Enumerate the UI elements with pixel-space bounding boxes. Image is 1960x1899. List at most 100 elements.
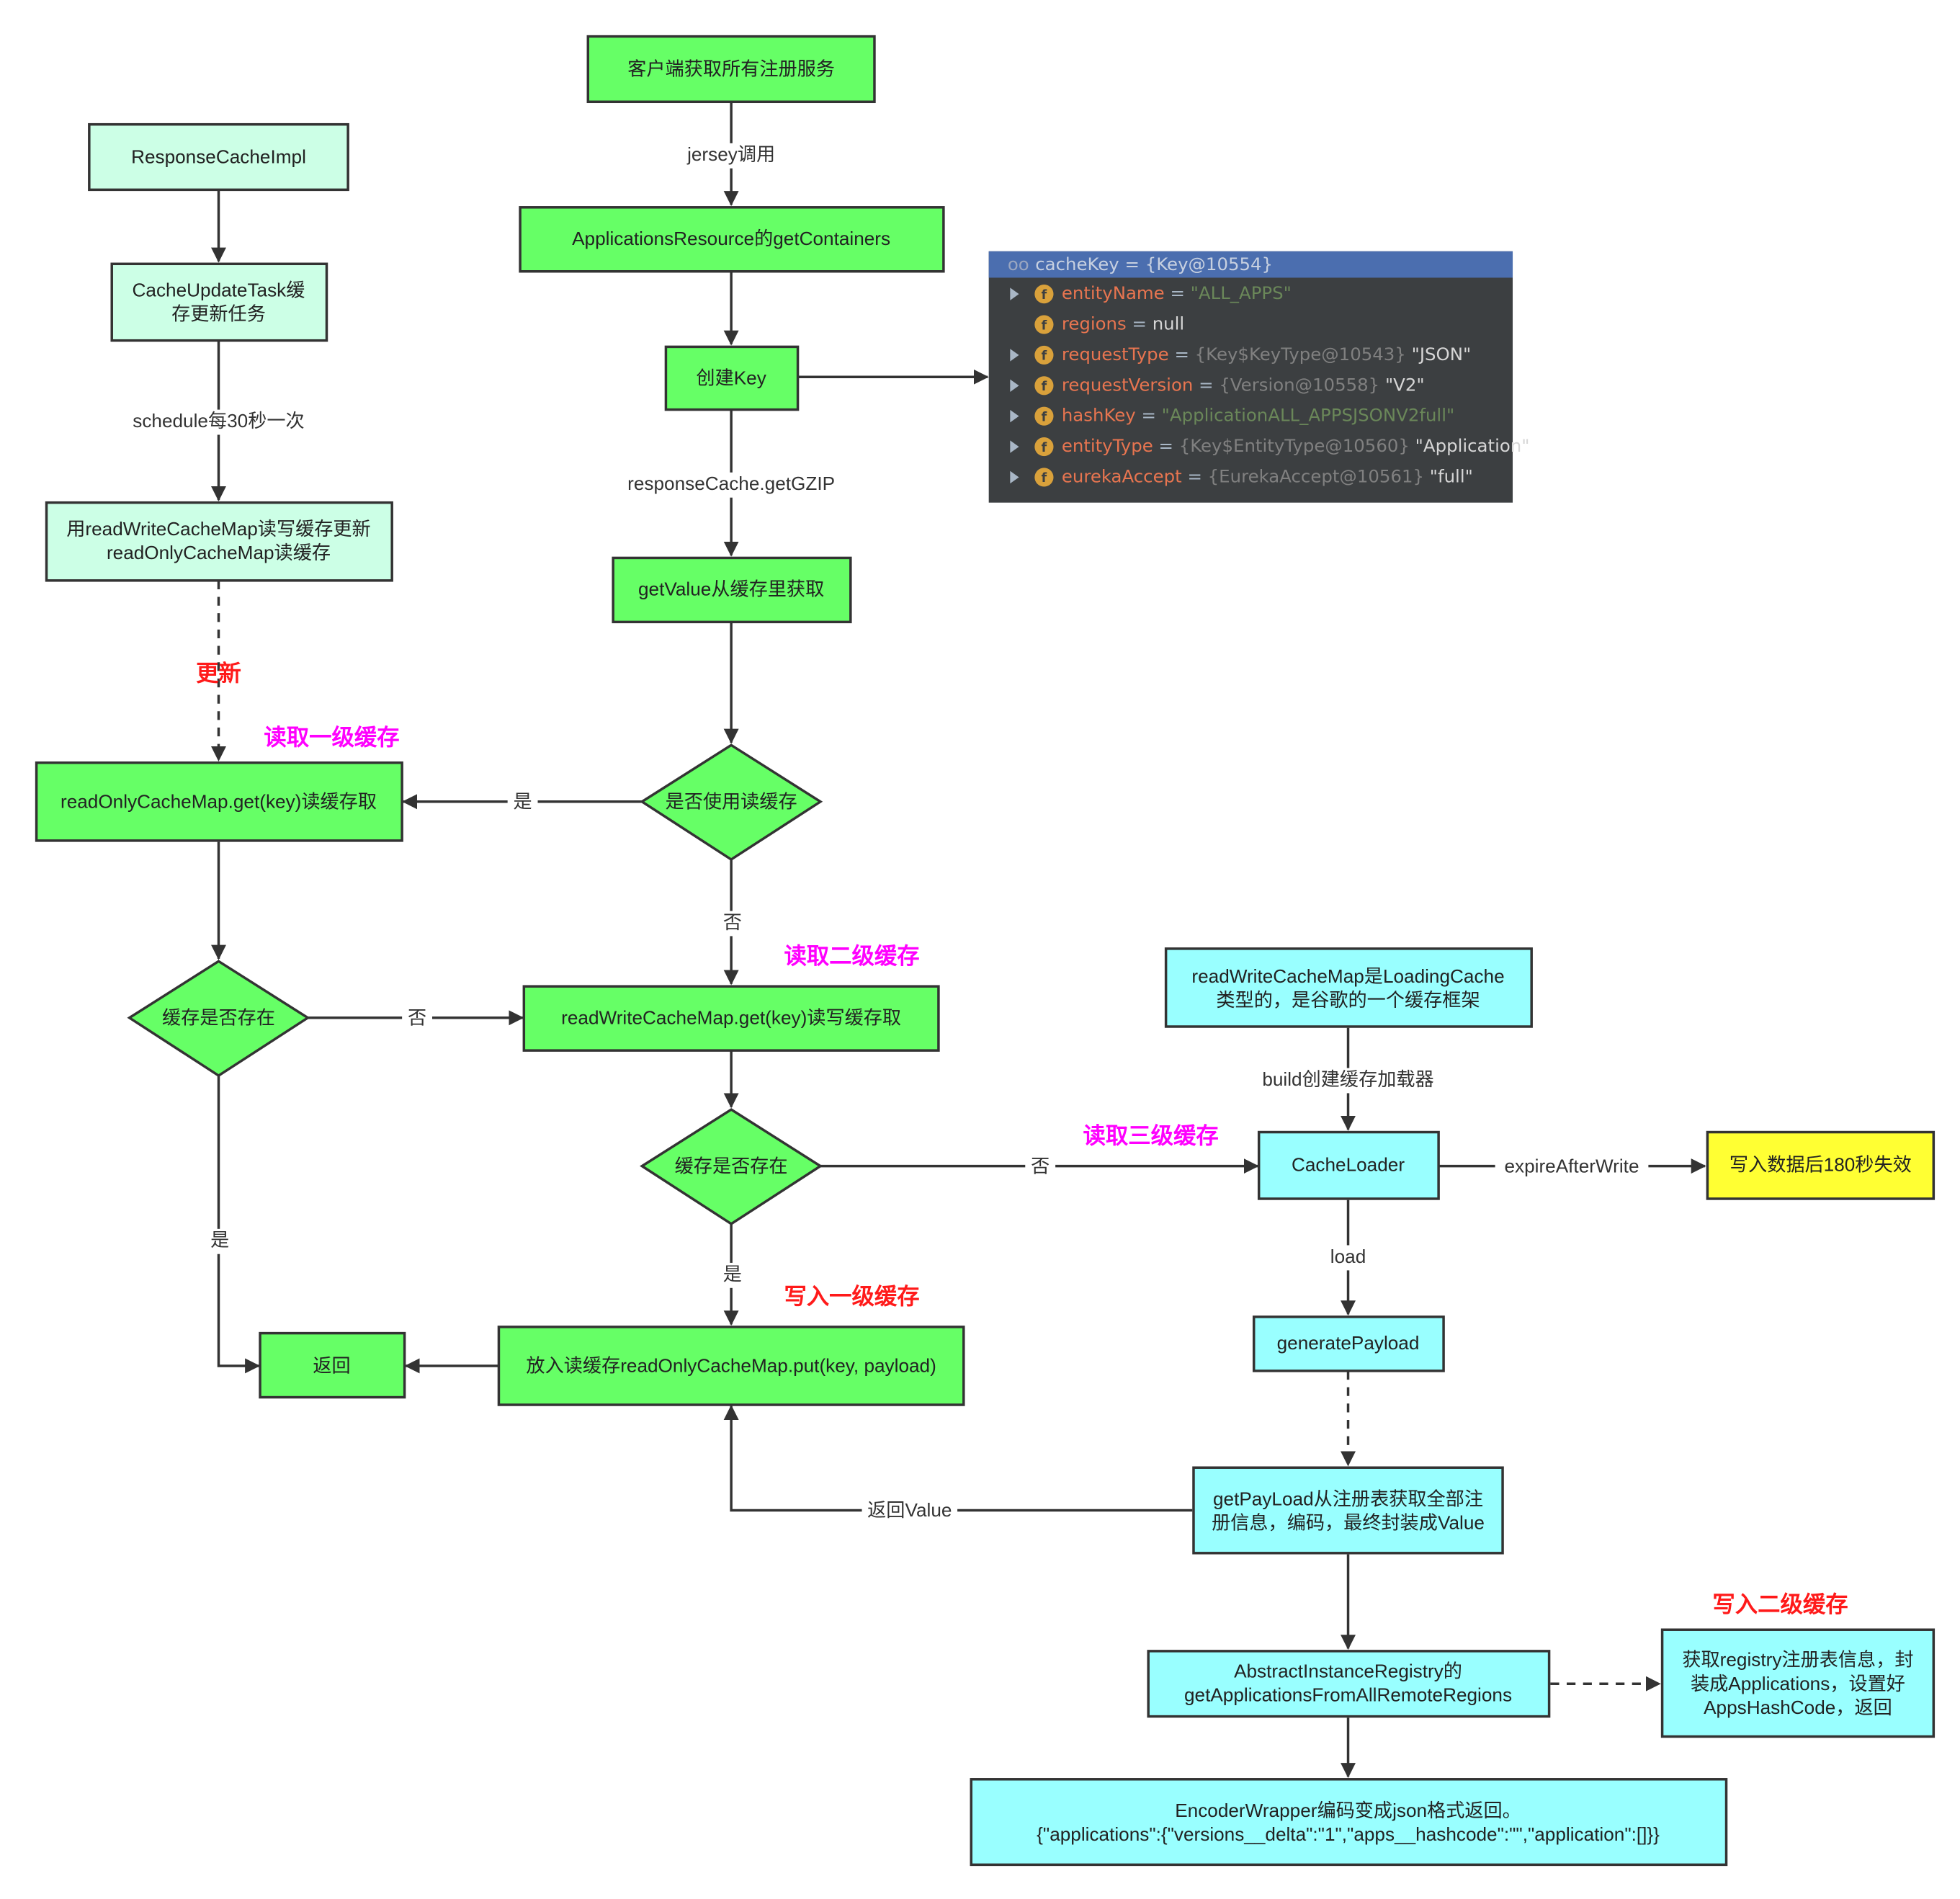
svg-text:缓存是否存在: 缓存是否存在 (675, 1155, 788, 1176)
field-icon-glyph: f (1042, 288, 1047, 303)
label-return-value: 返回Value (867, 1499, 952, 1521)
debugger-field-type: {EurekaAccept@10561} (1208, 465, 1430, 486)
debugger-field-value: "ApplicationALL_APPSJSONV2full" (1162, 405, 1455, 426)
debugger-row-hashKey[interactable]: f hashKey = "ApplicationALL_APPSJSONV2ful… (1010, 405, 1454, 426)
debugger-field-name: hashKey (1062, 405, 1136, 426)
svg-text:客户端获取所有注册服务: 客户端获取所有注册服务 (627, 58, 835, 80)
debugger-header-name: cacheKey (1035, 254, 1119, 274)
svg-text:cacheKey = {Key@: cacheKey = {Key@10554} (1035, 254, 1273, 274)
edge-labels: jersey调用 responseCache.getGZIP 是 否 否 是 否… (122, 143, 1649, 1524)
field-icon (1034, 406, 1054, 426)
label-jersey: jersey调用 (686, 143, 775, 165)
node-loading-cache-note: readWriteCacheMap是LoadingCache 类型的，是谷歌的一… (1164, 947, 1533, 1028)
node-return: 返回 (259, 1331, 406, 1399)
annotation-read-l1: 读取一级缓存 (264, 725, 399, 750)
field-icon (1034, 315, 1054, 334)
debugger-field-value: null (1153, 313, 1185, 334)
debugger-field-name: eurekaAccept (1062, 465, 1182, 486)
debugger-field-value: "full" (1430, 465, 1473, 486)
expand-arrow-icon[interactable] (1010, 349, 1019, 362)
field-icon-glyph: f (1042, 441, 1047, 455)
debugger-field-type: {Version@10558} (1219, 374, 1385, 395)
field-icon-glyph: f (1042, 410, 1047, 424)
node-readwrite-get: readWriteCacheMap.get(key)读写缓存取 (522, 985, 940, 1052)
debugger-field-name: requestVersion (1062, 374, 1194, 395)
debugger-header-value: {Key@10554} (1145, 254, 1273, 274)
svg-text:getPayLoad从注册表获取全部注: getPayLoad从注册表获取全部注 (1213, 1488, 1483, 1509)
field-icon (1034, 468, 1054, 487)
svg-text:返回: 返回 (313, 1355, 350, 1377)
debugger-row-eurekaAccept[interactable]: f eurekaAccept = {EurekaAccept@10561} "fu… (1010, 465, 1473, 487)
field-icon (1034, 285, 1054, 304)
label-schedule: schedule每30秒一次 (133, 410, 304, 432)
expand-arrow-icon[interactable] (1010, 379, 1019, 393)
edge-getpayload-return-value (723, 1405, 1193, 1512)
svg-text:CacheUpdateTask缓: CacheUpdateTask缓 (133, 280, 305, 301)
node-encoder-wrapper: EncoderWrapper编码变成json格式返回。 {"applicatio… (970, 1778, 1728, 1867)
debugger-field-type: {Key$EntityType@10560} (1179, 435, 1415, 456)
annotation-read-l2: 读取二级缓存 (784, 943, 919, 968)
svg-text:装成Applications，设置好: 装成Applications，设置好 (1691, 1673, 1905, 1694)
svg-text:ApplicationsResource的getContai: ApplicationsResource的getContainers (572, 228, 890, 249)
node-generate-payload: generatePayload (1252, 1315, 1445, 1372)
field-icon-glyph: f (1042, 349, 1047, 364)
expand-arrow-icon[interactable] (1010, 470, 1019, 484)
svg-text:EncoderWrapper编码变成json格式返回。: EncoderWrapper编码变成json格式返回。 (1175, 1800, 1521, 1821)
svg-text:AppsHashCode，返回: AppsHashCode，返回 (1704, 1697, 1892, 1718)
expand-arrow-icon[interactable] (1010, 409, 1019, 423)
debugger-field-name: regions (1062, 313, 1127, 334)
annotations: 更新 读取一级缓存 读取二级缓存 读取三级缓存 写入一级缓存 写入二级缓存 (196, 661, 1848, 1617)
svg-text:eurekaAccept = {EurekaAccept@1: eurekaAccept = {EurekaAccept@10561} "ful… (1062, 465, 1473, 486)
svg-text:缓存是否存在: 缓存是否存在 (162, 1006, 275, 1028)
label-yes-mid: 是 (723, 1263, 742, 1284)
edge-exists-left-yes (217, 1076, 261, 1374)
node-cache-update-task: CacheUpdateTask缓 存更新任务 (110, 262, 328, 342)
label-load: load (1330, 1246, 1366, 1267)
expand-arrow-icon[interactable] (1010, 287, 1019, 300)
annotation-update: 更新 (196, 661, 241, 686)
svg-text:readWriteCacheMap.get(key)读写缓存: readWriteCacheMap.get(key)读写缓存取 (561, 1006, 901, 1028)
svg-text:hashKey = "ApplicationALL_APPS: hashKey = "ApplicationALL_APPSJSONV2full… (1062, 405, 1454, 426)
node-expire-note: 写入数据后180秒失效 (1706, 1130, 1936, 1200)
debugger-panel: oo cacheKey = {Key@10554} f entityName = … (988, 251, 1530, 503)
label-no-mid: 否 (1031, 1155, 1050, 1176)
debugger-header-icon: oo (1008, 254, 1029, 274)
svg-text:entityName = "ALL_APPS": entityName = "ALL_APPS" (1062, 282, 1292, 303)
svg-text:ResponseCacheImpl: ResponseCacheImpl (131, 146, 306, 168)
svg-text:用readWriteCacheMap读写缓存更新: 用readWriteCacheMap读写缓存更新 (66, 518, 370, 540)
svg-text:类型的，是谷歌的一个缓存框架: 类型的，是谷歌的一个缓存框架 (1216, 989, 1480, 1011)
field-icon (1034, 345, 1054, 365)
annotation-read-l3: 读取三级缓存 (1083, 1123, 1219, 1148)
node-get-registry-info: 获取registry注册表信息，封 装成Applications，设置好 App… (1660, 1628, 1936, 1738)
svg-text:是否使用读缓存: 是否使用读缓存 (666, 790, 797, 812)
field-icon (1034, 437, 1054, 457)
svg-text:册信息，编码，最终封装成Value: 册信息，编码，最终封装成Value (1212, 1512, 1485, 1534)
svg-text:readOnlyCacheMap读缓存: readOnlyCacheMap读缓存 (107, 542, 331, 563)
debugger-field-name: requestType (1062, 344, 1169, 365)
svg-text:getApplicationsFromAllRemoteRe: getApplicationsFromAllRemoteRegions (1184, 1684, 1512, 1706)
debugger-field-value: "Application" (1415, 435, 1530, 456)
debugger-field-value: "V2" (1385, 374, 1425, 395)
svg-text:创建Key: 创建Key (696, 367, 766, 389)
svg-text:放入读缓存readOnlyCacheMap.put(key,: 放入读缓存readOnlyCacheMap.put(key, payload) (526, 1355, 936, 1377)
node-get-payload: getPayLoad从注册表获取全部注 册信息，编码，最终封装成Value (1192, 1466, 1504, 1555)
node-put-readonly: 放入读缓存readOnlyCacheMap.put(key, payload) (497, 1326, 965, 1406)
field-icon-glyph: f (1042, 471, 1047, 486)
node-readonly-get: readOnlyCacheMap.get(key)读缓存取 (35, 761, 403, 842)
label-yes-readonly: 是 (514, 790, 532, 812)
debugger-field-value: "ALL_APPS" (1191, 282, 1292, 303)
debugger-row-entityName[interactable]: f entityName = "ALL_APPS" (1010, 282, 1292, 304)
decision-cache-exists-left: 缓存是否存在 (127, 960, 310, 1078)
svg-text:getValue从缓存里获取: getValue从缓存里获取 (638, 578, 824, 600)
svg-text:regions = null: regions = null (1062, 313, 1184, 334)
svg-text:generatePayload: generatePayload (1277, 1332, 1420, 1354)
node-client: 客户端获取所有注册服务 (586, 35, 876, 104)
svg-text:CacheLoader: CacheLoader (1292, 1154, 1405, 1176)
expand-arrow-icon[interactable] (1010, 440, 1019, 453)
